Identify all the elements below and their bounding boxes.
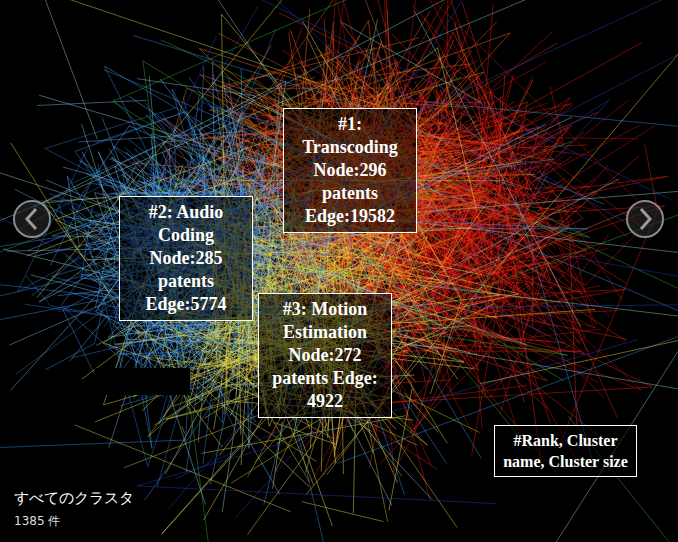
- network-edge: [302, 502, 384, 522]
- network-edge: [169, 411, 253, 509]
- network-edge: [37, 100, 147, 105]
- network-edge: [129, 96, 306, 193]
- network-edge: [453, 32, 515, 158]
- network-edge: [516, 197, 593, 462]
- network-edge: [342, 23, 481, 103]
- next-button: [627, 201, 663, 237]
- network-edge: [505, 209, 523, 354]
- network-edge: [0, 298, 107, 403]
- network-edge: [480, 321, 678, 383]
- network-edge: [70, 315, 108, 361]
- cluster-label: #1: Transcoding Node:296 patents Edge:19…: [290, 113, 410, 228]
- cluster-label: #2: Audio Coding Node:285 patents Edge:5…: [126, 201, 246, 316]
- network-edge: [451, 196, 532, 240]
- cluster-box: #2: Audio Coding Node:285 patents Edge:5…: [119, 196, 253, 321]
- network-edge: [0, 0, 339, 90]
- network-edge: [389, 389, 412, 511]
- cluster-box: #1: Transcoding Node:296 patents Edge:19…: [283, 108, 417, 233]
- prev-button: [14, 201, 50, 237]
- network-edge: [324, 19, 327, 56]
- network-edge: [279, 13, 414, 79]
- network-edge: [0, 0, 585, 245]
- blank-patch: [95, 368, 190, 395]
- network-edge: [417, 183, 678, 542]
- network-edge: [396, 117, 572, 202]
- network-edge: [248, 201, 489, 534]
- network-edge: [368, 254, 531, 451]
- cluster-label: #Rank, Cluster name, Cluster size: [501, 430, 630, 472]
- cluster-label: #3: Motion Estimation Node:272 patents E…: [265, 298, 385, 413]
- network-edge: [414, 11, 580, 327]
- network-edge: [84, 78, 260, 326]
- cluster-box: #3: Motion Estimation Node:272 patents E…: [258, 293, 392, 418]
- network-edge: [231, 431, 313, 483]
- filter-title: すべてのクラスタ: [14, 489, 134, 508]
- network-edge: [0, 0, 97, 139]
- legend-box: #Rank, Cluster name, Cluster size: [494, 425, 637, 477]
- network-edge: [114, 100, 214, 198]
- network-edge: [34, 81, 286, 512]
- network-edge: [180, 0, 678, 221]
- network-edge: [0, 159, 553, 253]
- count-label: 1385 件: [14, 513, 60, 530]
- network-edge: [256, 275, 396, 429]
